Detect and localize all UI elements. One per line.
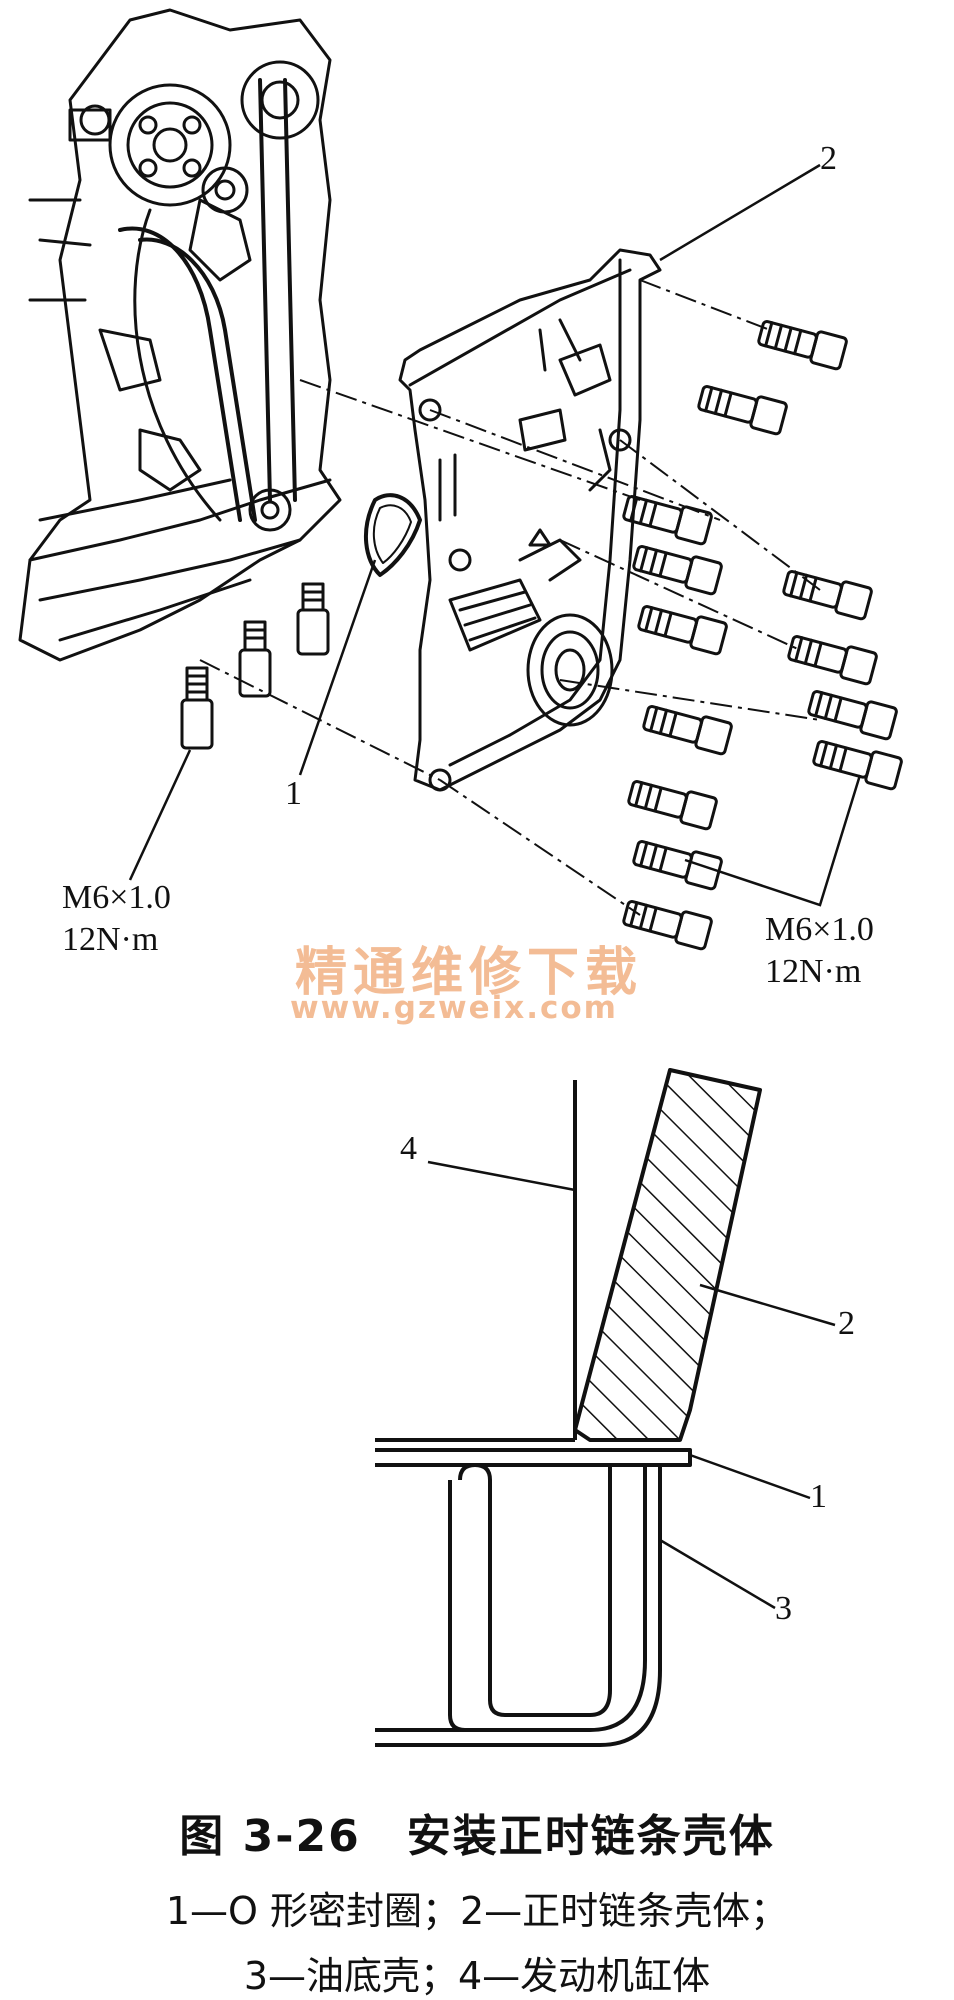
right-bolt-thread-spec: M6×1.0	[765, 911, 874, 948]
section-label-item-2: 2	[838, 1305, 855, 1342]
left-bolt-thread-spec: M6×1.0	[62, 879, 171, 916]
o-ring-section	[375, 1448, 692, 1467]
figure-caption-title: 图 3-26 安装正时链条壳体	[179, 1811, 775, 1862]
alignment-lines	[199, 279, 821, 916]
section-label-item-4: 4	[400, 1130, 417, 1167]
right-bolt-torque-spec: 12N·m	[765, 953, 862, 990]
section-label-item-3: 3	[775, 1590, 792, 1627]
seal-cross-section-diagram	[375, 1068, 836, 1747]
lower-bolts	[180, 582, 330, 750]
oil-pan-section	[375, 1465, 647, 1732]
exploded-view-diagram	[18, 8, 903, 951]
timing-chain-case	[398, 248, 662, 792]
left-bolt-torque-spec: 12N·m	[62, 921, 159, 958]
right-bolts	[622, 320, 903, 951]
watermark-url: www.gzweix.com	[290, 990, 618, 1026]
label-item-2: 2	[820, 140, 837, 177]
watermark-text: 精通维修下载	[295, 943, 644, 1003]
label-item-1: 1	[285, 775, 302, 812]
figure-legend-line-1: 1—O 形密封圈；2—正时链条壳体；	[165, 1889, 789, 1933]
timing-chain-case-section	[573, 1068, 762, 1442]
engine-block	[18, 8, 342, 662]
o-ring	[363, 493, 422, 577]
figure-legend-line-2: 3—油底壳；4—发动机缸体	[243, 1954, 711, 1998]
section-label-item-1: 1	[810, 1478, 827, 1515]
